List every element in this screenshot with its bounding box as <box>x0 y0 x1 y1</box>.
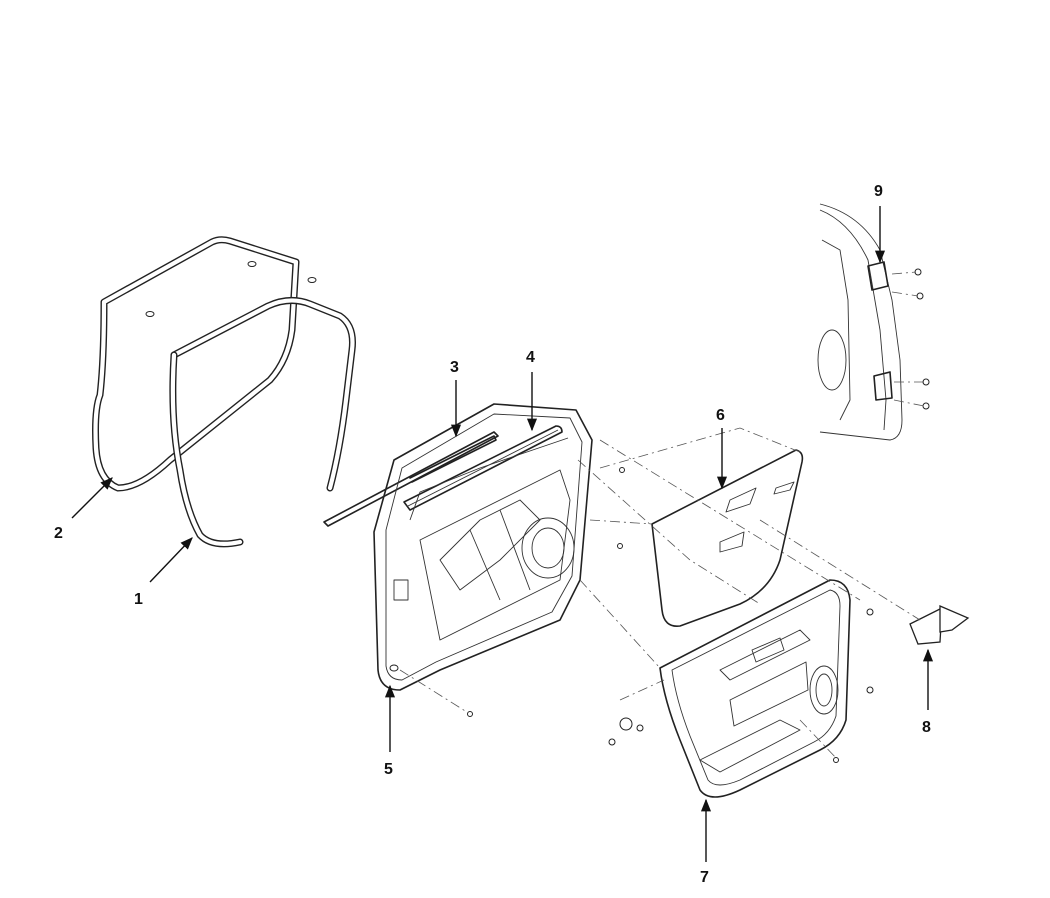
callout-2: 2 <box>54 525 63 542</box>
callout-9: 9 <box>874 183 883 200</box>
assembly-lines <box>399 271 925 763</box>
callout-5: 5 <box>384 761 393 778</box>
part-1-weatherstrip-door <box>169 297 356 548</box>
callout-3: 3 <box>450 359 459 376</box>
part-9-hinge-body <box>817 203 930 441</box>
callout-1: 1 <box>134 591 143 608</box>
callout-4: 4 <box>526 349 535 366</box>
part-4-inner-belt-strip <box>403 425 563 511</box>
leader-arrows <box>71 206 934 862</box>
part-3-outer-belt-strip <box>323 431 499 527</box>
callouts: 1 2 3 4 5 6 7 8 9 <box>54 183 931 886</box>
part-5-door-panel <box>373 403 593 691</box>
part-6-inner-sheet <box>651 449 804 627</box>
callout-8: 8 <box>922 719 931 736</box>
part-8-delta-cover <box>909 605 970 645</box>
callout-6: 6 <box>716 407 725 424</box>
part-2-weatherstrip-body <box>92 236 317 492</box>
part-7-door-trim <box>608 579 874 798</box>
callout-7: 7 <box>700 869 709 886</box>
